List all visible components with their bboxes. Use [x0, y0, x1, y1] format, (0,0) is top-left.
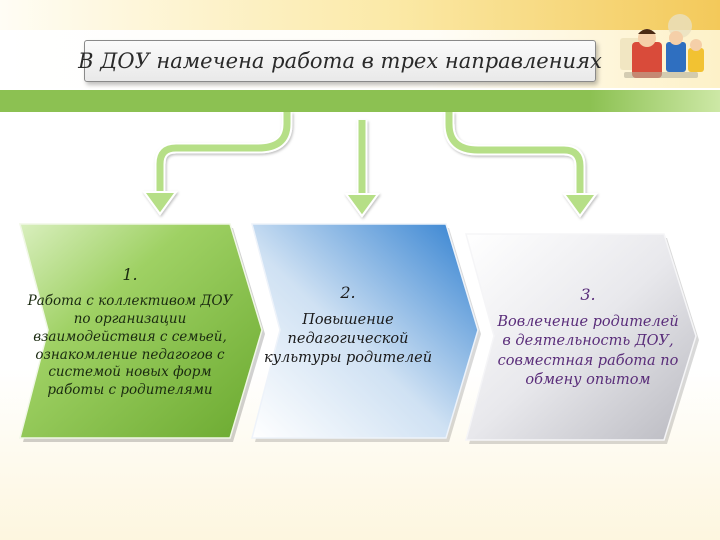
connector-arrows [142, 112, 598, 218]
direction-2-chevron [251, 223, 481, 442]
direction-3-number: 3. [580, 285, 596, 305]
direction-2-line: культуры родителей [263, 350, 433, 367]
left-connector-arrow [154, 112, 293, 194]
direction-3-line: в деятельность ДОУ, [502, 333, 674, 350]
puzzle-kids-icon [620, 14, 704, 78]
direction-1-line: работы с родителями [47, 382, 213, 399]
direction-2-text: 2. Повышение педагогической культуры род… [262, 270, 434, 380]
direction-1-line: ознакомление педагогов с [35, 346, 225, 363]
direction-3-line: обмену опытом [525, 371, 651, 388]
direction-1-text: 1. Работа с коллективом ДОУ по организац… [26, 252, 234, 412]
direction-1-chevron [19, 223, 265, 442]
direction-1-number: 1. [122, 265, 138, 284]
direction-3-line: совместная работа по [497, 352, 679, 369]
direction-1-line: по организации [73, 310, 187, 327]
direction-3-line: Вовлечение родителей [497, 314, 679, 331]
direction-3-chevron [465, 233, 699, 444]
green-banner [0, 90, 720, 112]
direction-3-text: 3. Вовлечение родителей в деятельность Д… [494, 272, 682, 402]
direction-2-line: педагогической [287, 330, 409, 347]
slide-title: В ДОУ намечена работа в трех направления… [78, 40, 602, 82]
direction-1-line: Работа с коллективом ДОУ [27, 293, 233, 310]
direction-1-line: системой новых форм [48, 364, 212, 381]
direction-2-number: 2. [340, 282, 356, 302]
top-band [0, 0, 720, 30]
direction-2-line: Повышение [302, 311, 394, 328]
direction-1-line: взаимодействия с семьей, [33, 328, 227, 345]
right-connector-arrow [443, 112, 586, 196]
